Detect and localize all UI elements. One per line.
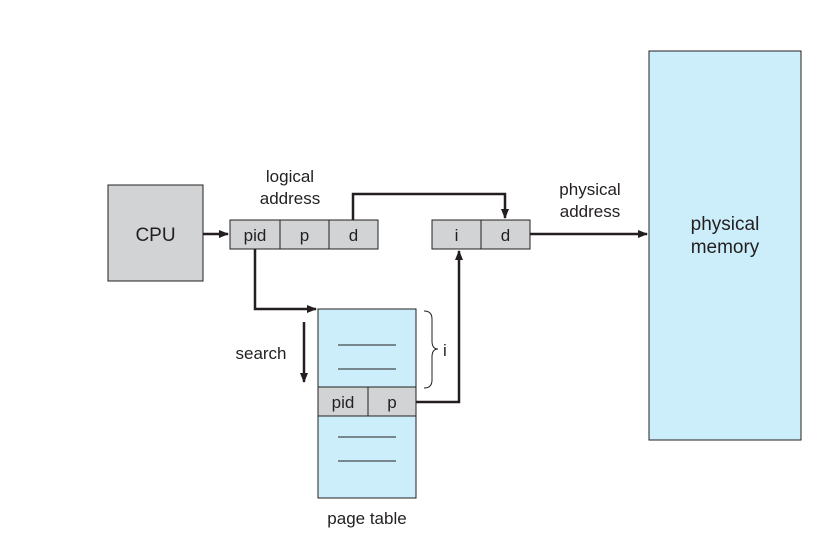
logical-address-label: logical address xyxy=(260,167,320,208)
brace-label-i: i xyxy=(443,341,447,360)
page-table: pid p page table xyxy=(317,308,417,528)
physical-address-line-2: address xyxy=(560,202,620,221)
page-table-label: page table xyxy=(327,509,406,528)
entry-field-p: p xyxy=(387,393,396,412)
logical-field-p: p xyxy=(300,226,309,245)
logical-address-register: pid p d xyxy=(229,219,379,250)
physical-field-d: d xyxy=(501,226,510,245)
index-to-physical-arrow xyxy=(416,250,463,404)
logical-address-line-1: logical xyxy=(266,167,314,186)
physical-address-register: i d xyxy=(431,219,531,250)
physical-memory-block: physical memory xyxy=(648,50,802,441)
physical-address-label: physical address xyxy=(559,180,620,221)
page-table-matching-entry: pid p xyxy=(317,386,417,417)
index-brace: i xyxy=(423,310,447,389)
physical-memory-line-1: physical xyxy=(691,214,760,235)
pid-to-page-table-arrow xyxy=(253,249,317,313)
physical-memory-line-2: memory xyxy=(691,237,760,258)
connector-arrows xyxy=(203,192,648,404)
cpu-block: CPU xyxy=(107,184,204,282)
physical-field-i: i xyxy=(455,226,459,245)
logical-address-line-2: address xyxy=(260,189,320,208)
physical-address-line-1: physical xyxy=(559,180,620,199)
offset-copy-arrow xyxy=(351,192,509,220)
entry-field-pid: pid xyxy=(332,393,355,412)
cpu-label: CPU xyxy=(135,225,175,246)
logical-field-pid: pid xyxy=(244,226,267,245)
search-label: search xyxy=(235,344,286,363)
logical-field-d: d xyxy=(349,226,358,245)
search-arrow: search xyxy=(235,322,308,383)
